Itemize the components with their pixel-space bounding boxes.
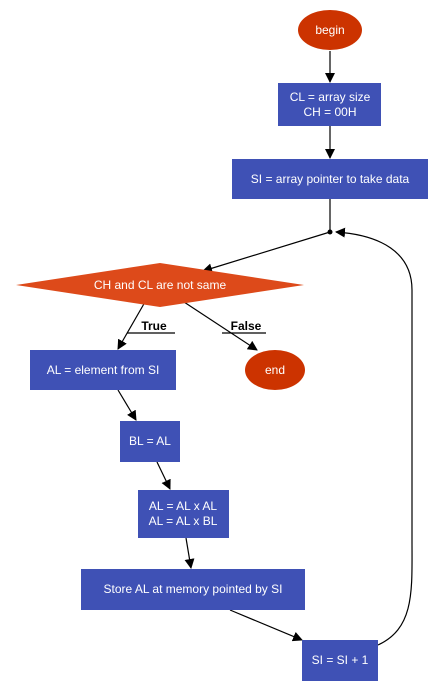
end-label: end: [265, 363, 285, 377]
begin-terminal: [298, 10, 362, 50]
edge-bl-to-mul: [156, 461, 171, 490]
edge-al-to-bl: [117, 389, 137, 421]
begin-label: begin: [315, 23, 344, 37]
multiply-process: [138, 490, 229, 538]
edge-mul-to-store: [184, 537, 195, 569]
si-increment-process: [302, 640, 378, 681]
multiply-line1: AL = AL x AL: [149, 499, 217, 513]
decision-label: CH and CL are not same: [94, 278, 227, 292]
init-line1: CL = array size: [290, 90, 371, 104]
init-line2: CH = 00H: [303, 105, 356, 119]
decision-diamond: [16, 263, 304, 307]
bl-assign-label: BL = AL: [129, 434, 171, 448]
multiply-line2: AL = AL x BL: [149, 514, 218, 528]
si-increment-label: SI = SI + 1: [312, 653, 369, 667]
edges: [117, 51, 413, 646]
si-pointer-process: [232, 159, 428, 199]
si-pointer-label: SI = array pointer to take data: [251, 172, 410, 186]
store-label: Store AL at memory pointed by SI: [104, 582, 283, 596]
edge-store-to-inc: [229, 609, 303, 642]
al-load-label: AL = element from SI: [47, 363, 160, 377]
false-label: False: [231, 319, 262, 333]
edge-loop-back: [335, 227, 413, 646]
al-load-process: [30, 350, 176, 390]
bl-assign-process: [120, 421, 180, 462]
edge-decision-true: [117, 301, 146, 350]
true-label: True: [141, 319, 167, 333]
init-process: [278, 83, 381, 126]
store-process: [81, 569, 305, 610]
edge-decision-false: [183, 301, 258, 351]
end-terminal: [245, 350, 305, 390]
edge-junction-to-decision: [202, 231, 331, 274]
nodes: begin CL = array size CH = 00H SI = arra…: [16, 10, 428, 681]
